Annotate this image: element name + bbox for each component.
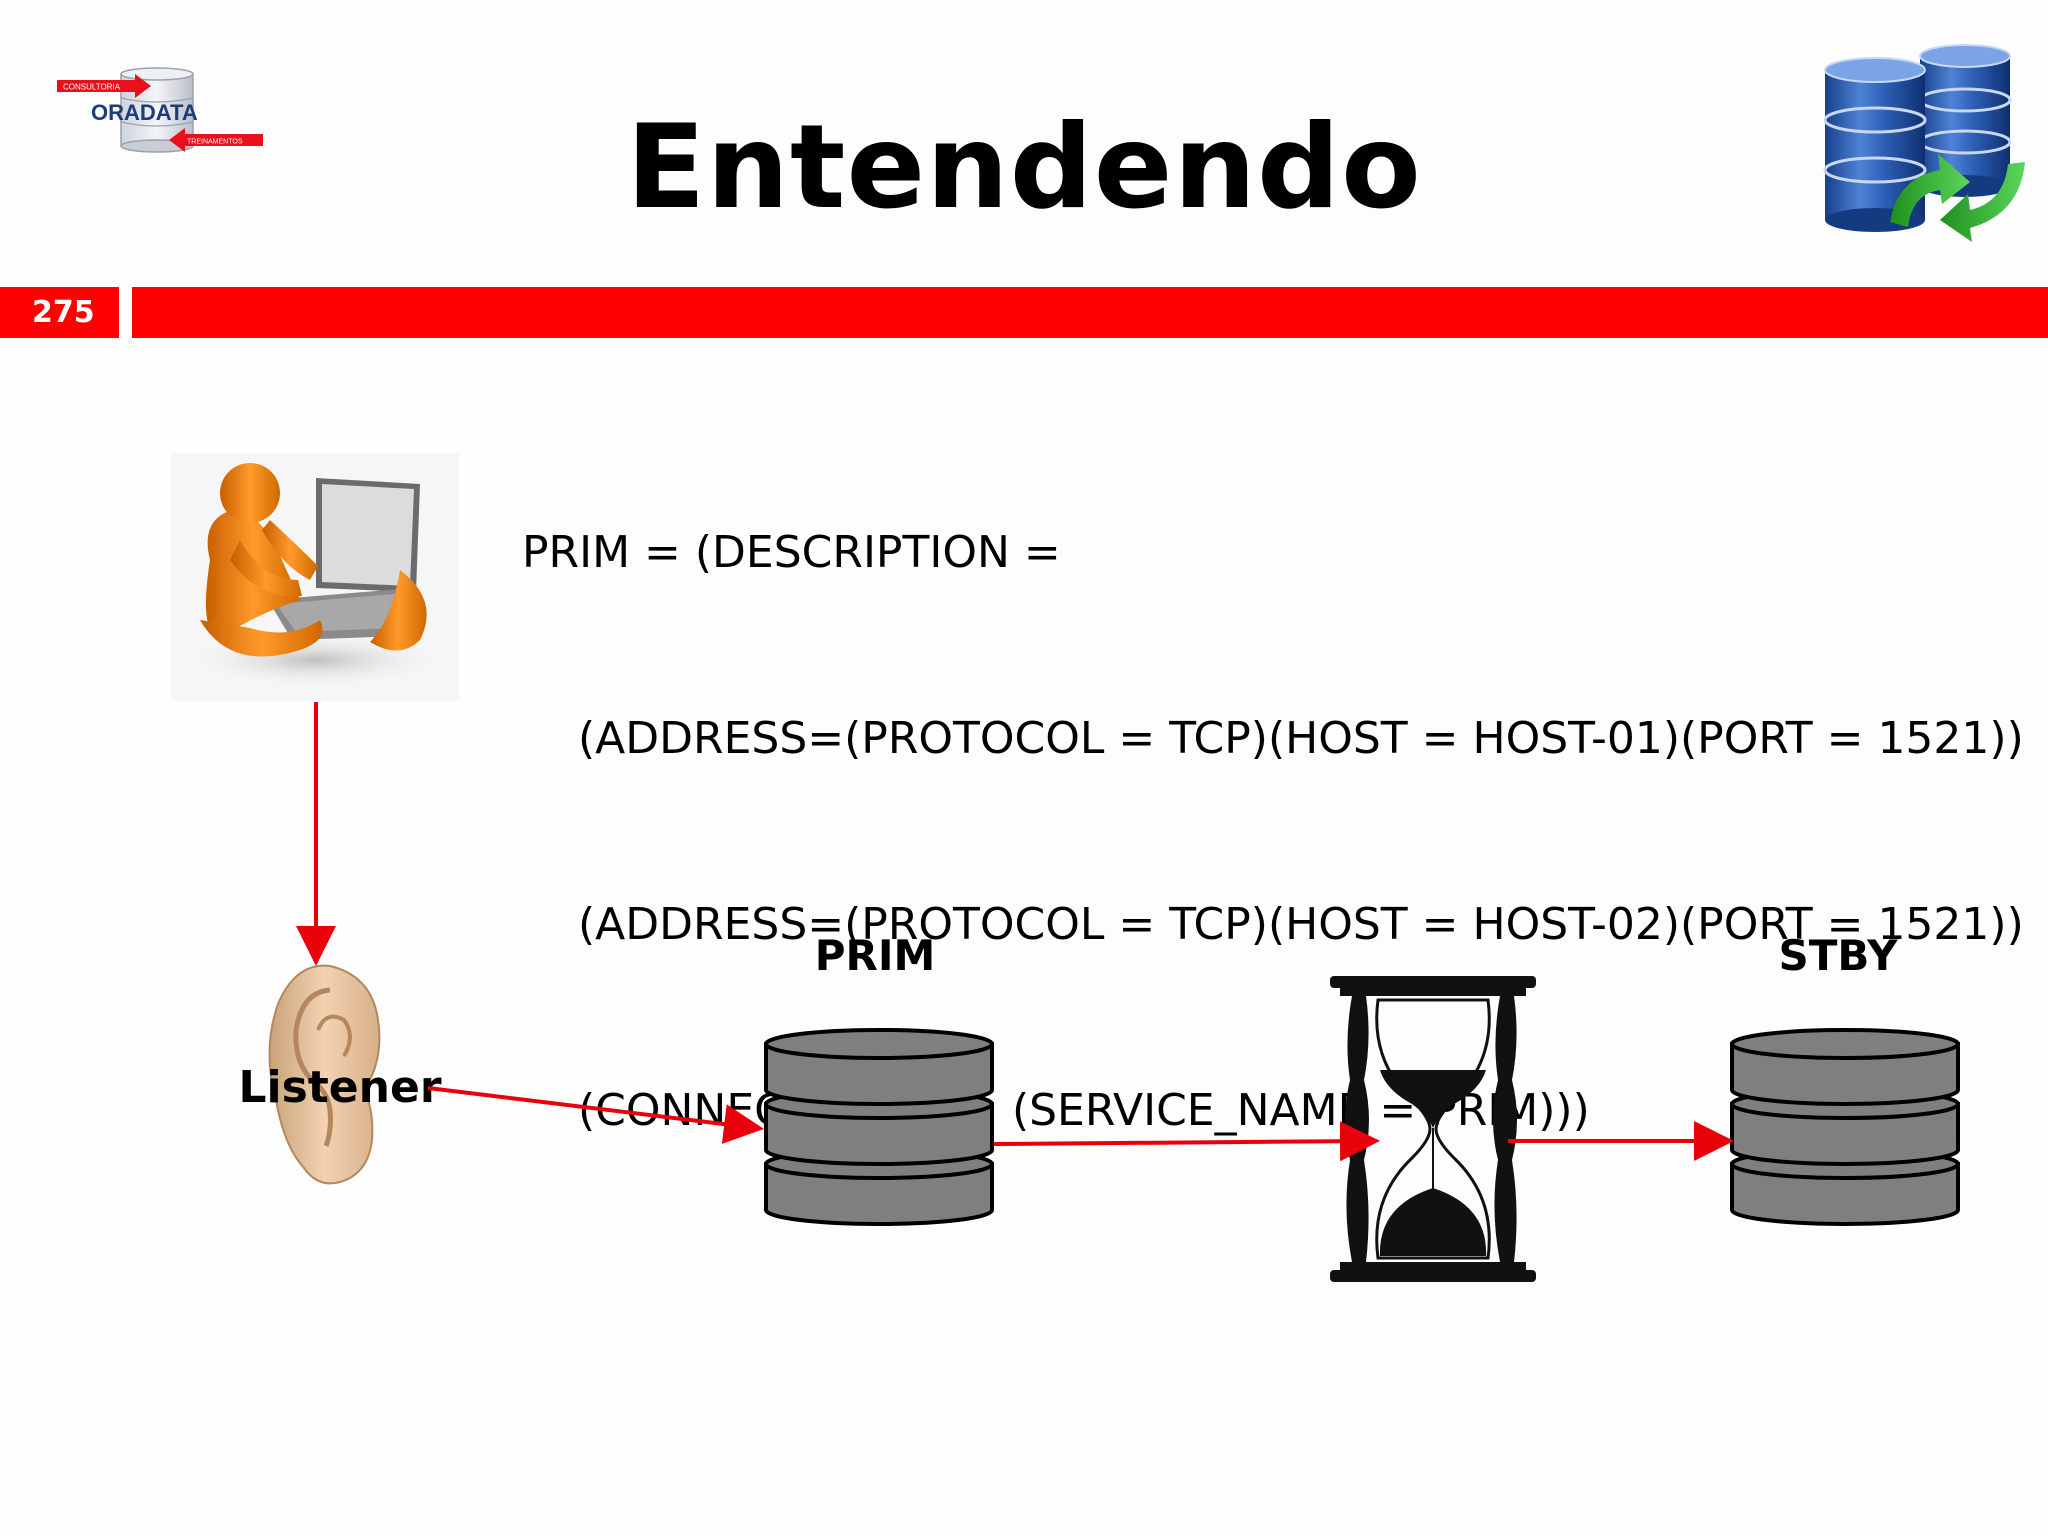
header-bar: [132, 287, 2048, 338]
listener-label: Listener: [238, 1062, 441, 1113]
hourglass-icon: [1330, 976, 1536, 1282]
arrow-prim-to-hourglass: [993, 1121, 1380, 1162]
ear-icon: [268, 964, 381, 1185]
page-title: Entendendo: [626, 100, 1422, 235]
stby-label: STBY: [1778, 931, 1898, 980]
logo-top-text: CONSULTORIA: [63, 83, 121, 92]
tns-line-3: (ADDRESS=(PROTOCOL = TCP)(HOST = HOST-02…: [578, 899, 2024, 950]
prim-label: PRIM: [815, 931, 936, 980]
logo-main-text: ORADATA: [91, 100, 198, 125]
stby-database: [1730, 1028, 1960, 1226]
slide-number: 275: [0, 287, 119, 338]
tns-line-1: PRIM = (DESCRIPTION =: [522, 527, 1061, 578]
arrow-listener-to-prim: [427, 1086, 764, 1144]
prim-database: [764, 1028, 994, 1226]
tns-line-2: (ADDRESS=(PROTOCOL = TCP)(HOST = HOST-01…: [578, 713, 2024, 764]
database-sync-icon: [1823, 44, 2025, 242]
oradata-logo: CONSULTORIA TREINAMENTOS ORADATA: [57, 67, 263, 153]
logo-bottom-text: TREINAMENTOS: [187, 139, 243, 146]
person-laptop-icon: [171, 453, 459, 701]
flow-arrows: [296, 702, 1734, 1162]
